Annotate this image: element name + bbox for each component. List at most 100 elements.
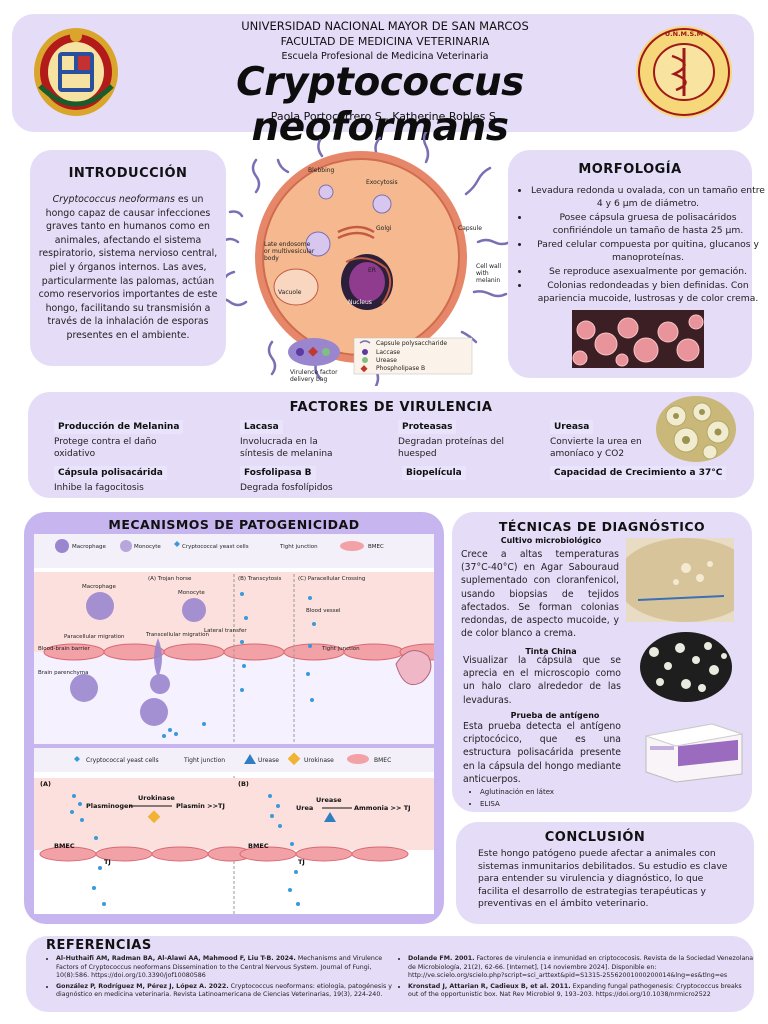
panel-a-tag: (A) (40, 780, 51, 788)
intro-species: Cryptococcus neoformans (52, 194, 175, 205)
leg-tj: Tight junction (279, 544, 318, 550)
factor-fosfolipasa-desc: Degrada fosfolípidos (240, 483, 333, 493)
prueba-methods: Aglutinación en látex ELISA (464, 787, 630, 811)
india-ink-image (640, 632, 732, 702)
seal-text: U.N.M.S.M (665, 30, 703, 38)
virulencia-panel (28, 392, 754, 498)
panel-a-bmec: BMEC (54, 842, 75, 850)
legend-laccase: Laccase (376, 349, 400, 356)
mecanismos-diagram-top: Macrophage Monocyte Cryptococcal yeast c… (34, 534, 434, 744)
lbl-er: ER (368, 267, 376, 274)
method-elisa: ELISA (480, 799, 630, 810)
cultivo-title: Cultivo microbiológico (500, 536, 602, 545)
mecanismos-heading: MECANISMOS DE PATOGENICIDAD (108, 517, 360, 532)
svg-text:Tight junction: Tight junction (321, 646, 360, 652)
svg-text:Paracellular migration: Paracellular migration (64, 634, 125, 640)
legend-phospholipase: Phospholipase B (376, 365, 425, 372)
morfologia-heading: MORFOLOGÍA (578, 162, 682, 177)
morfologia-item: Posee cápsula gruesa de polisacáridos co… (530, 211, 766, 237)
panel-b-substrate: Urea (296, 804, 313, 812)
cell-diagram: Blebbing Exocytosis Late endosome or mul… (226, 132, 512, 386)
referencias-heading: REFERENCIAS (46, 938, 152, 953)
panel-a-enzyme: Urokinase (138, 794, 175, 802)
yeast-cells-image (572, 310, 704, 368)
intro-body: es un hongo capaz de causar infecciones … (38, 194, 218, 341)
cultivo-text: Crece a altas temperaturas (37°C-40°C) e… (461, 549, 619, 640)
panel-a-tj: TJ (104, 858, 111, 866)
panel-a-substrate: Plasminogen (86, 802, 133, 810)
conclusion-text: Este hongo patógeno puede afectar a anim… (478, 848, 728, 910)
university-name: UNIVERSIDAD NACIONAL MAYOR DE SAN MARCOS (241, 19, 529, 33)
antigen-test-kit-image (645, 723, 743, 783)
lbl-blebbing: Blebbing (308, 167, 335, 174)
morfologia-item: Levadura redonda u ovalada, con un tamañ… (530, 184, 766, 210)
panel-b-enzyme: Urease (316, 796, 342, 804)
prueba-text: Esta prueba detecta el antígeno criptocó… (463, 721, 621, 785)
svg-text:Transcellular migration: Transcellular migration (145, 632, 209, 638)
panel-b-bmec: BMEC (248, 842, 269, 850)
legb-tj: Tight junction (183, 757, 225, 764)
route-transcytosis: (B) Transcytosis (238, 576, 282, 582)
factor-lacasa-desc: Involucrada en la síntesis de melanina (240, 437, 333, 459)
leg-monocyte: Monocyte (134, 544, 161, 550)
ref-item: Dolande FM. 2001. Factores de virulencia… (408, 955, 754, 981)
svg-text:Macrophage: Macrophage (82, 584, 116, 590)
leg-yeast: Cryptococcal yeast cells (182, 544, 249, 550)
svg-text:Monocyte: Monocyte (178, 590, 205, 596)
factor-fosfolipasa: Fosfolipasa B (240, 466, 316, 480)
svg-text:body: body (264, 255, 279, 262)
leg-bmec: BMEC (368, 544, 384, 550)
svg-text:Blood-brain barrier: Blood-brain barrier (38, 646, 91, 652)
ref-item: Kronstad J, Attarian R, Cadieux B, et al… (408, 983, 754, 1000)
referencias-left: Al-Huthaifi AM, Radman BA, Al-Alawi AA, … (40, 955, 394, 1002)
leg-macrophage: Macrophage (72, 544, 106, 550)
factor-proteasas: Proteasas (398, 420, 457, 434)
conclusion-heading: CONCLUSIÓN (544, 830, 646, 845)
lbl-capsule: Capsule (458, 225, 482, 232)
svg-text:delivery bag: delivery bag (290, 376, 327, 383)
route-paracellular: (C) Paracellular Crossing (298, 576, 365, 582)
capsule-microscopy-image (656, 396, 736, 462)
poster-title: Cryptococcus neoformans (236, 60, 524, 150)
factor-ureasa-desc: Convierte la urea en amoníaco y CO2 (550, 437, 642, 459)
lbl-exocytosis: Exocytosis (366, 179, 398, 186)
intro-heading: INTRODUCCIÓN (68, 166, 188, 181)
route-trojan: (A) Trojan horse (148, 576, 192, 582)
factor-capsula-desc: Inhibe la fagocitosis (54, 483, 144, 493)
tinta-text: Visualizar la cápsula que se aprecia en … (463, 655, 621, 706)
morfologia-list: Levadura redonda u ovalada, con un tamañ… (514, 184, 766, 306)
factor-lacasa: Lacasa (240, 420, 283, 434)
panel-b-product: Ammonia >> TJ (354, 804, 411, 812)
authors: Paola Portocarrero S., Katherine Robles … (270, 110, 500, 123)
lbl-endosome: Late endosome (264, 241, 311, 248)
school-name: Escuela Profesional de Medicina Veterina… (281, 51, 489, 62)
panel-b-tj: TJ (298, 858, 305, 866)
legb-urease: Urease (258, 757, 279, 764)
svg-text:melanin: melanin (476, 277, 500, 284)
svg-text:Blood vessel: Blood vessel (306, 608, 341, 614)
panel-b-tag: (B) (238, 780, 249, 788)
ref-item: Al-Huthaifi AM, Radman BA, Al-Alawi AA, … (56, 955, 394, 981)
lbl-golgi: Golgi (376, 225, 392, 232)
lbl-cellwall: Cell wall (476, 263, 501, 270)
svg-text:with: with (476, 270, 489, 277)
intro-text: Cryptococcus neoformans es un hongo capa… (38, 193, 218, 343)
factor-crecimiento: Capacidad de Crecimiento a 37°C (550, 466, 727, 480)
legend-capsule: Capsule polysaccharide (376, 340, 447, 347)
fmv-seal-right: U.N.M.S.M (636, 26, 732, 118)
legend-urease: Urease (376, 357, 397, 364)
svg-text:Virulence factor: Virulence factor (290, 369, 338, 376)
virulencia-heading: FACTORES DE VIRULENCIA (289, 400, 493, 415)
agar-plate-image (626, 538, 734, 622)
morfologia-item: Se reproduce asexualmente por gemación. (530, 265, 766, 278)
legb-yeast: Cryptococcal yeast cells (86, 757, 159, 764)
lbl-nucleus: Nucleus (348, 299, 372, 306)
faculty-name: FACULTAD DE MEDICINA VETERINARIA (280, 35, 490, 48)
method-latex: Aglutinación en látex (480, 787, 630, 798)
header-panel (12, 14, 754, 132)
referencias-right: Dolande FM. 2001. Factores de virulencia… (392, 955, 754, 1002)
legb-urokinase: Urokinase (304, 757, 334, 764)
svg-text:or multivesicular: or multivesicular (264, 248, 315, 255)
tinta-title: Tinta China (525, 647, 577, 656)
factor-capsula: Cápsula polisacárida (54, 466, 167, 480)
